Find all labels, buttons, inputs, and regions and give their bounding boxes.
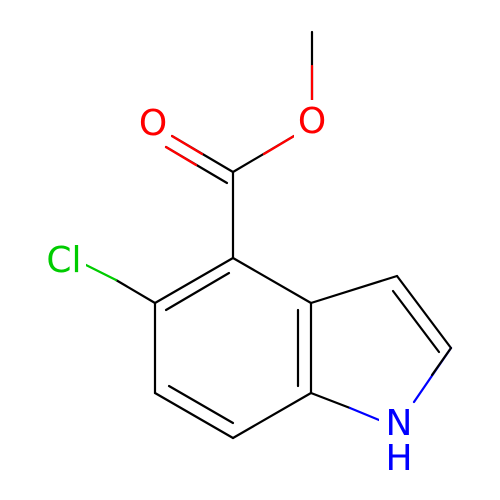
- bond-carbonyl-red-segment-b: [164, 145, 198, 167]
- chlorine-label: Cl: [46, 240, 81, 281]
- ester-oxygen-label: O: [298, 101, 326, 142]
- nh-hydrogen-label: H: [385, 438, 412, 479]
- bond-c3-c2: [395, 274, 453, 350]
- bond-c4-c5-inner: [164, 271, 231, 312]
- bond-chlorine-segment: [82, 262, 118, 282]
- bond-c7a-to-nitrogen-blue: [348, 406, 381, 422]
- label-bg-chlorine: [42, 242, 86, 282]
- bond-c3-c2-inner: [391, 289, 441, 354]
- bond-carbonyl-red-segment-a: [170, 134, 204, 156]
- bond-c2-to-nitrogen-black: [430, 346, 453, 377]
- bond-c5-to-chlorine: [114, 278, 157, 305]
- bond-c6-c7: [153, 391, 235, 440]
- nitrogen-label: N: [386, 403, 413, 444]
- label-bg-ester-oxygen: [294, 100, 330, 140]
- bond-c6-c7-inner: [167, 384, 235, 425]
- bond-ester-oxygen-red-segment: [262, 134, 296, 156]
- bond-c3a-c3: [309, 274, 399, 305]
- bond-c7-c7a: [231, 391, 313, 440]
- label-bg-carbonyl-oxygen: [135, 104, 171, 144]
- bond-c4-c5: [153, 256, 235, 305]
- label-bg-nitrogen: [379, 404, 419, 444]
- bond-c3a-c4: [231, 256, 313, 305]
- label-bg-nh-hydrogen: [379, 442, 419, 478]
- carbonyl-oxygen-label: O: [139, 103, 167, 144]
- bond-c7a-to-nitrogen: [309, 391, 352, 410]
